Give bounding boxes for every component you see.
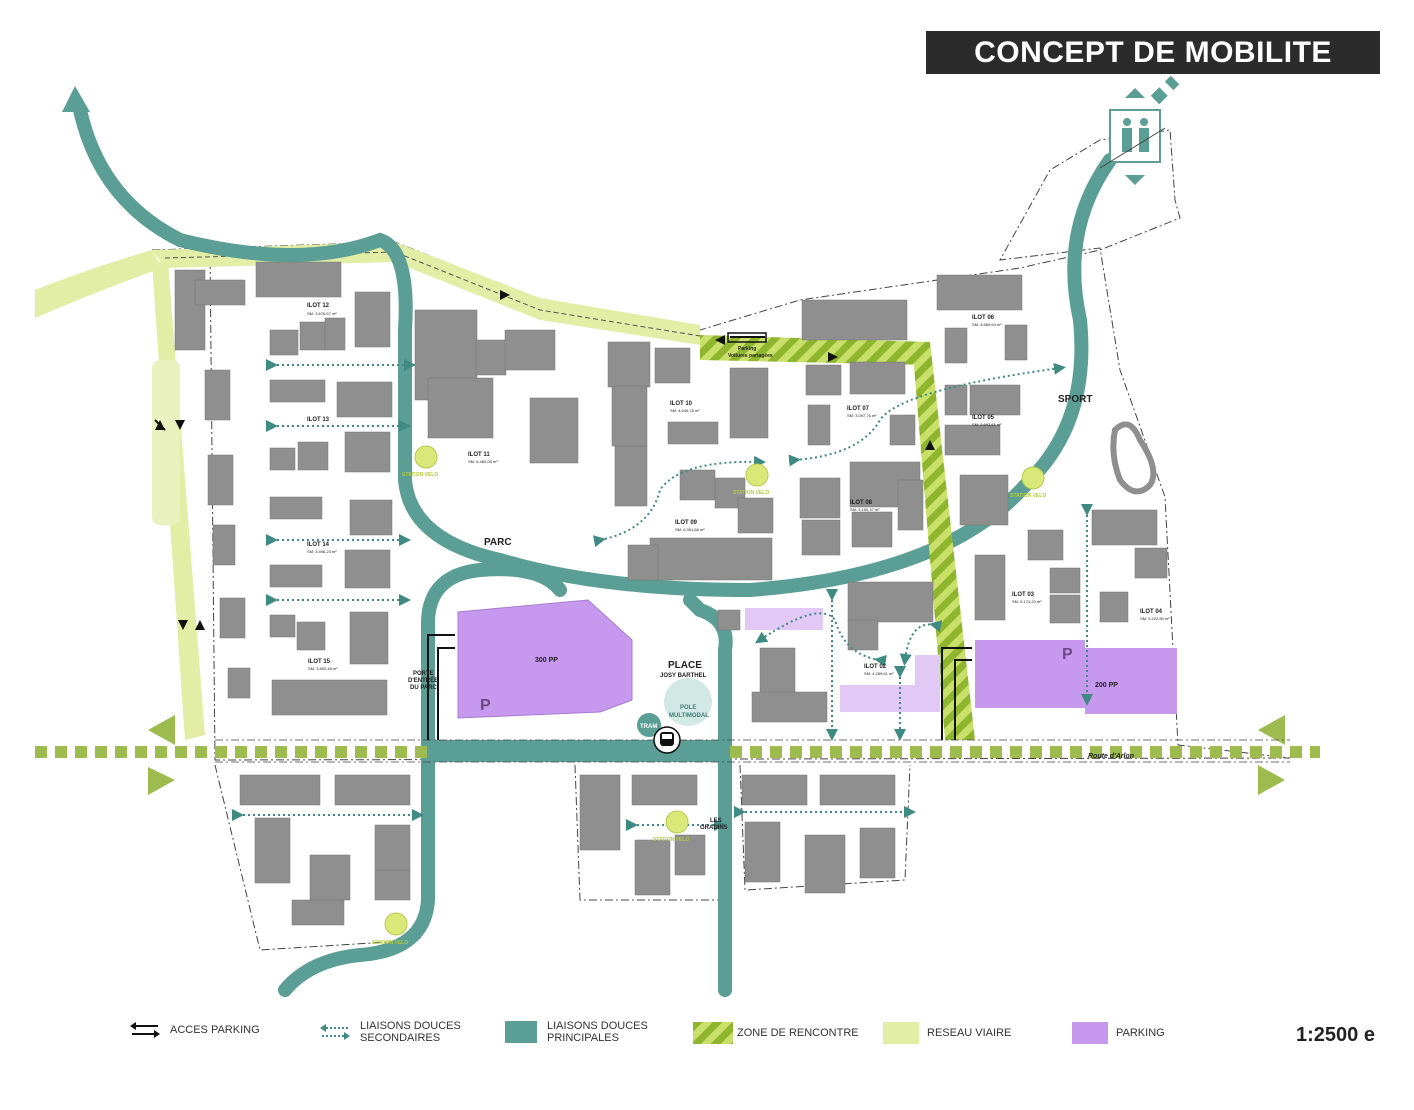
hatch-swatch — [693, 1022, 733, 1044]
direction-arrowheads — [155, 290, 935, 630]
page-title: CONCEPT DE MOBILITE — [926, 31, 1380, 74]
label-ilot14-sm: SM: 3.496,23 m² — [307, 549, 337, 554]
label-ilot10: ILOT 10 — [670, 401, 693, 407]
central-band — [428, 740, 728, 762]
label-ilot15-sm: SM: 3.892,48 m² — [308, 666, 338, 671]
label-station-velo-1: STATION VELO — [402, 472, 438, 478]
label-sport: SPORT — [1058, 394, 1092, 405]
label-parking-shared-1: Parking — [738, 346, 756, 352]
label-route: Route d'Arlon — [1088, 753, 1134, 760]
legend-parking-label: PARKING — [1116, 1027, 1165, 1039]
label-ilot09: ILOT 09 — [675, 520, 698, 526]
double-arrow-icon — [130, 1022, 160, 1038]
legend-liaisons-pri-label-2: PRINCIPALES — [547, 1032, 619, 1044]
legend-liaisons-pri-label-1: LIAISONS DOUCES — [547, 1020, 648, 1032]
label-ilot02: ILOT 02 — [864, 664, 887, 670]
light-green-swatch — [883, 1022, 919, 1044]
legend-zone-label: ZONE DE RENCONTRE — [737, 1027, 859, 1039]
label-ilot06-sm: SM: 4.669,64 m² — [972, 322, 1002, 327]
ne-exit — [1150, 75, 1180, 105]
label-place: PLACE — [668, 660, 702, 671]
label-ilot10-sm: SM: 4.646,78 m² — [670, 408, 700, 413]
label-ilot04: ILOT 04 — [1140, 609, 1163, 615]
label-gradins-1: LES — [710, 818, 722, 824]
label-ilot07: ILOT 07 — [847, 406, 870, 412]
label-200pp: 200 PP — [1095, 682, 1118, 689]
label-ilot03-sm: SM: 5.174,20 m² — [1012, 599, 1042, 604]
purple-swatch — [1072, 1022, 1108, 1044]
label-ilot05-sm: SM: 2.693,61 m² — [972, 422, 1002, 427]
label-station-velo-3: STATION VELO — [1010, 493, 1046, 499]
label-parking-shared-2: Voitures partagées — [728, 353, 773, 359]
pedestrian-icon — [1099, 109, 1166, 169]
label-ilot11-sm: SM: 6.460,05 m² — [468, 459, 498, 464]
label-station-velo-5: STATION VELO — [372, 940, 408, 946]
parking-areas — [457, 599, 1177, 719]
legend-reseau-label: RESEAU VIAIRE — [927, 1027, 1012, 1039]
teal-swatch — [505, 1021, 537, 1043]
label-porte-2: D'ENTRÉE — [408, 676, 438, 684]
secondary-soft-links — [232, 359, 1093, 831]
bike-station-icon — [384, 445, 1045, 936]
label-station-velo-2: STATION VELO — [733, 490, 769, 496]
label-ilot09-sm: SM: 6.361,68 m² — [675, 527, 705, 532]
legend-liaisons-pri: LIAISONS DOUCES PRINCIPALES — [505, 1020, 648, 1044]
label-pole: POLE — [680, 705, 696, 711]
label-ilot12: ILOT 12 — [307, 303, 330, 309]
tram-circle — [637, 713, 661, 737]
legend-liaisons-sec: LIAISONS DOUCES SECONDAIRES — [320, 1020, 461, 1044]
label-ilot06: ILOT 06 — [972, 315, 995, 321]
shared-parking-box — [727, 332, 767, 343]
label-ilot08-sm: SM: 3.150,37 m² — [850, 507, 880, 512]
label-ilot14: ILOT 14 — [307, 542, 330, 548]
label-ilot11: ILOT 11 — [468, 452, 490, 458]
legend-liaisons-sec-label-2: SECONDAIRES — [360, 1032, 441, 1044]
label-ilot04-sm: SM: 5.222,80 m² — [1140, 616, 1170, 621]
north-arrow-head — [62, 86, 90, 112]
label-station-velo-4: STATION VELO — [653, 837, 689, 843]
dotted-arrow-icon — [320, 1024, 350, 1040]
parking-sign-west: P — [480, 697, 491, 714]
ilot-labels: ILOT 12 SM: 3.676,67 m² ILOT 13 ILOT 14 … — [307, 303, 1170, 676]
legend-acces-parking: ACCES PARKING — [130, 1022, 260, 1038]
label-ilot05: ILOT 05 — [972, 415, 995, 421]
label-ilot13: ILOT 13 — [307, 417, 330, 423]
label-porte-3: DU PARC — [410, 685, 438, 691]
arrow-down-icon — [1125, 175, 1145, 185]
label-300pp: 300 PP — [535, 657, 558, 664]
legend-acces-parking-label: ACCES PARKING — [170, 1024, 260, 1036]
label-parc: PARC — [484, 537, 512, 548]
label-tram: TRAM — [640, 724, 657, 730]
scale-label: 1:2500 e — [1296, 1024, 1375, 1046]
tram-icon — [653, 726, 681, 754]
label-ilot07-sm: SM: 3.097,76 m² — [847, 413, 877, 418]
place-labels: PARC SPORT PLACE JOSY BARTHEL 300 PP 200… — [408, 346, 1134, 831]
label-porte-1: PORTE — [413, 671, 434, 677]
label-pole-sub: MULTIMODAL — [669, 713, 709, 719]
label-place-sub: JOSY BARTHEL — [660, 673, 707, 679]
route-darlon — [35, 715, 1320, 795]
label-ilot02-sm: SM: 4.289,61 m² — [864, 671, 894, 676]
label-ilot15: ILOT 15 — [308, 659, 331, 665]
label-ilot12-sm: SM: 3.676,67 m² — [307, 311, 337, 316]
arrow-up-icon — [1125, 88, 1145, 98]
parking-sign-east: P — [1062, 646, 1073, 663]
legend-zone: ZONE DE RENCONTRE — [693, 1022, 859, 1044]
label-gradins-2: GRADINS — [700, 825, 728, 831]
pole-circle — [664, 678, 712, 726]
legend: ACCES PARKING LIAISONS DOUCES SECONDAIRE… — [0, 1016, 1414, 1066]
road-network — [35, 242, 700, 740]
legend-reseau: RESEAU VIAIRE — [883, 1022, 1011, 1044]
legend-parking: PARKING — [1072, 1022, 1165, 1044]
label-ilot08: ILOT 08 — [850, 500, 873, 506]
pole-labels: POLE MULTIMODAL TRAM — [640, 705, 709, 730]
legend-liaisons-sec-label-1: LIAISONS DOUCES — [360, 1020, 461, 1032]
bike-station-labels: STATION VELO STATION VELO STATION VELO S… — [372, 472, 1046, 946]
label-ilot03: ILOT 03 — [1012, 592, 1035, 598]
pond — [1110, 421, 1157, 495]
